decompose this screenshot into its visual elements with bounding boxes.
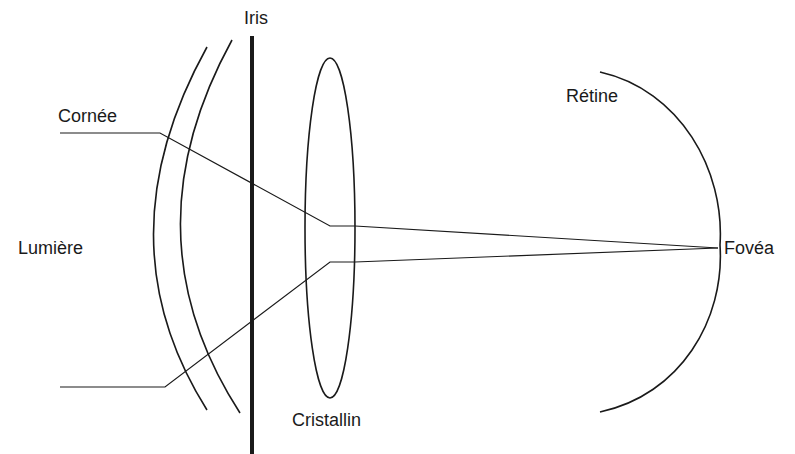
part-label: Rétine xyxy=(566,86,618,107)
iris-line xyxy=(250,36,254,454)
cornea-inner xyxy=(180,40,240,413)
part-label: Cornée xyxy=(58,106,117,127)
lens xyxy=(305,58,355,398)
part-label: Iris xyxy=(244,8,268,29)
light-ray xyxy=(60,133,718,248)
part-label: Fovéa xyxy=(724,238,774,259)
light-ray xyxy=(60,248,718,387)
part-label: Lumière xyxy=(18,238,83,259)
part-label: Cristallin xyxy=(292,410,361,431)
